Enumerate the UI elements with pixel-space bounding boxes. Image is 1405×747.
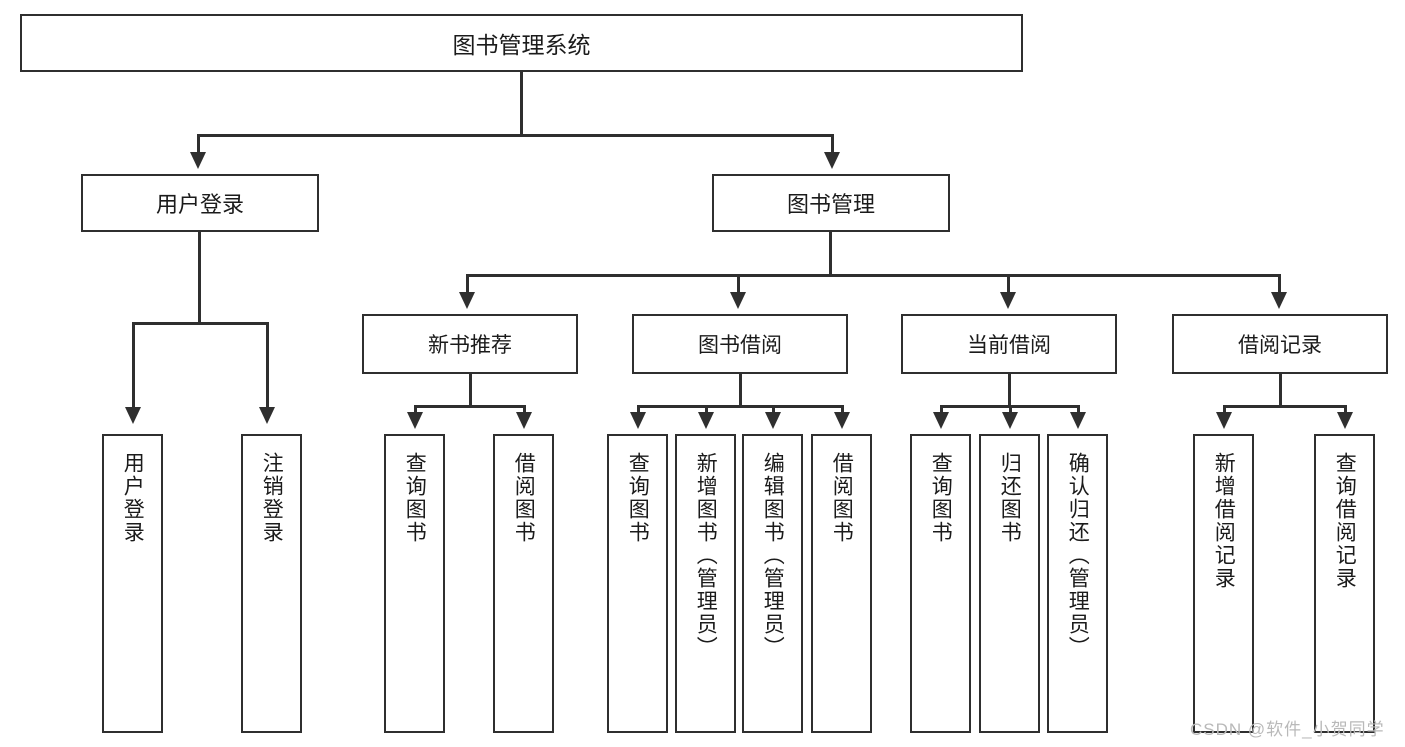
arrow-to-leaf-query-book-3 <box>933 412 949 429</box>
arrow-to-leaf-query-book-1 <box>407 412 423 429</box>
node-label: 图书管理系统 <box>452 32 591 58</box>
connector-user-login-bus <box>132 322 268 325</box>
leaf-label: 新增借阅记录 <box>1212 452 1236 590</box>
arrow-to-leaf-user-login <box>125 407 141 424</box>
leaf-logout-login[interactable]: 注销登录 <box>241 434 302 733</box>
leaf-borrow-book-2[interactable]: 借阅图书 <box>811 434 872 733</box>
node-book-borrow[interactable]: 图书借阅 <box>632 314 848 374</box>
connector-new-book-bus <box>414 405 526 408</box>
arrow-to-leaf-confirm-return <box>1070 412 1086 429</box>
connector-book-borrow-branch-1 <box>637 405 640 414</box>
arrow-to-leaf-borrow-book-2 <box>834 412 850 429</box>
connector-user-login-branch-right <box>266 322 269 409</box>
leaf-add-record[interactable]: 新增借阅记录 <box>1193 434 1254 733</box>
connector-borrow-record-stem <box>1279 374 1282 408</box>
node-user-login[interactable]: 用户登录 <box>81 174 319 232</box>
connector-book-borrow-bus <box>637 405 842 408</box>
connector-book-manage-bus <box>466 274 1278 277</box>
connector-book-borrow-branch-4 <box>841 405 844 414</box>
connector-borrow-record-bus <box>1223 405 1345 408</box>
leaf-label: 查询图书 <box>626 452 650 544</box>
connector-to-book-borrow <box>737 274 740 294</box>
leaf-query-book-2[interactable]: 查询图书 <box>607 434 668 733</box>
connector-current-borrow-stem <box>1008 374 1011 408</box>
connector-current-borrow-branch-3 <box>1077 405 1080 414</box>
arrow-to-leaf-borrow-book-1 <box>516 412 532 429</box>
connector-new-book-stem <box>469 374 472 408</box>
node-label: 当前借阅 <box>967 334 1051 357</box>
leaf-label: 注销登录 <box>260 452 284 544</box>
connector-book-borrow-branch-2 <box>705 405 708 414</box>
arrow-to-leaf-logout-login <box>259 407 275 424</box>
connector-to-borrow-record <box>1278 274 1281 294</box>
leaf-borrow-book-1[interactable]: 借阅图书 <box>493 434 554 733</box>
connector-borrow-record-branch-2 <box>1344 405 1347 414</box>
leaf-user-login[interactable]: 用户登录 <box>102 434 163 733</box>
arrow-to-borrow-record <box>1271 292 1287 309</box>
leaf-label: 编辑图书（管理员） <box>761 452 785 659</box>
connector-user-login-branch-left <box>132 322 135 409</box>
connector-user-login-stem <box>198 232 201 325</box>
arrow-to-leaf-add-book <box>698 412 714 429</box>
arrow-to-leaf-return-book <box>1002 412 1018 429</box>
arrow-to-leaf-query-record <box>1337 412 1353 429</box>
connector-current-borrow-branch-1 <box>940 405 943 414</box>
connector-book-borrow-branch-3 <box>772 405 775 414</box>
leaf-query-book-3[interactable]: 查询图书 <box>910 434 971 733</box>
connector-root-bus <box>197 134 834 137</box>
node-current-borrow[interactable]: 当前借阅 <box>901 314 1117 374</box>
leaf-label: 查询图书 <box>403 452 427 544</box>
connector-book-borrow-stem <box>739 374 742 408</box>
node-borrow-record[interactable]: 借阅记录 <box>1172 314 1388 374</box>
connector-root-to-book-manage <box>831 134 834 154</box>
arrow-to-leaf-add-record <box>1216 412 1232 429</box>
node-new-book-recommend[interactable]: 新书推荐 <box>362 314 578 374</box>
node-label: 借阅记录 <box>1238 334 1322 357</box>
arrow-to-user-login <box>190 152 206 169</box>
node-label: 新书推荐 <box>428 334 512 357</box>
node-label: 图书管理 <box>786 192 875 217</box>
leaf-confirm-return[interactable]: 确认归还（管理员） <box>1047 434 1108 733</box>
leaf-label: 查询图书 <box>929 452 953 544</box>
leaf-query-book-1[interactable]: 查询图书 <box>384 434 445 733</box>
connector-root-stem <box>520 72 523 136</box>
arrow-to-current-borrow <box>1000 292 1016 309</box>
connector-book-manage-stem <box>829 232 832 277</box>
csdn-watermark: CSDN @软件_小贺同学 <box>1190 720 1385 739</box>
leaf-return-book[interactable]: 归还图书 <box>979 434 1040 733</box>
connector-current-borrow-branch-2 <box>1009 405 1012 414</box>
leaf-label: 借阅图书 <box>512 452 536 544</box>
node-label: 图书借阅 <box>698 334 782 357</box>
node-root-book-management-system[interactable]: 图书管理系统 <box>20 14 1023 72</box>
arrow-to-new-book-recommend <box>459 292 475 309</box>
connector-new-book-branch-2 <box>523 405 526 414</box>
leaf-label: 确认归还（管理员） <box>1066 452 1090 659</box>
leaf-label: 查询借阅记录 <box>1333 452 1357 590</box>
leaf-label: 新增图书（管理员） <box>694 452 718 659</box>
node-book-manage[interactable]: 图书管理 <box>712 174 950 232</box>
connector-to-new-book-recommend <box>466 274 469 294</box>
arrow-to-book-borrow <box>730 292 746 309</box>
connector-new-book-branch-1 <box>414 405 417 414</box>
arrow-to-leaf-query-book-2 <box>630 412 646 429</box>
leaf-edit-book[interactable]: 编辑图书（管理员） <box>742 434 803 733</box>
leaf-label: 借阅图书 <box>830 452 854 544</box>
arrow-to-book-manage <box>824 152 840 169</box>
arrow-to-leaf-edit-book <box>765 412 781 429</box>
leaf-label: 用户登录 <box>121 452 145 544</box>
leaf-query-record[interactable]: 查询借阅记录 <box>1314 434 1375 733</box>
node-label: 用户登录 <box>155 192 244 217</box>
leaf-label: 归还图书 <box>998 452 1022 544</box>
connector-root-to-user-login <box>197 134 200 154</box>
connector-to-current-borrow <box>1007 274 1010 294</box>
connector-borrow-record-branch-1 <box>1223 405 1226 414</box>
leaf-add-book[interactable]: 新增图书（管理员） <box>675 434 736 733</box>
